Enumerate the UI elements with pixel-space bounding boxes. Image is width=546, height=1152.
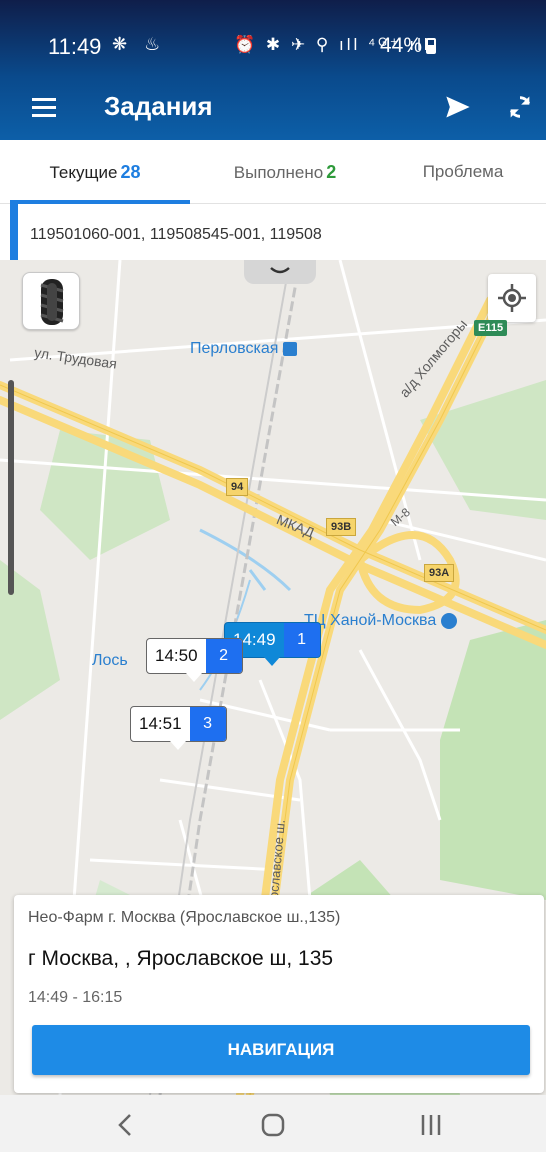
app-header: 11:49 ❋ ♨ ⏰ ✱ ✈ ⚲ ıll ⁴ᴳ⁺ ıll 44% Задани… bbox=[0, 0, 546, 140]
train-station-icon bbox=[282, 341, 297, 356]
status-notification-icons: ❋ ♨ bbox=[112, 34, 167, 54]
mall-name: ТЦ Ханой-Москва bbox=[304, 612, 437, 629]
menu-icon[interactable] bbox=[32, 98, 56, 118]
station-name: Перловская bbox=[190, 340, 279, 357]
system-nav-bar bbox=[0, 1095, 546, 1152]
map-label-station: Перловская bbox=[190, 340, 297, 358]
road-shield-93b: 93В bbox=[326, 518, 357, 536]
destination-card: Нео-Фарм г. Москва (Ярославское ш.,135) … bbox=[14, 895, 544, 1093]
tab-label: Текущие bbox=[49, 163, 118, 182]
tab-problem[interactable]: Проблема bbox=[380, 140, 546, 204]
battery-indicator: 44% bbox=[380, 34, 437, 58]
route-marker-3[interactable]: 14:51 3 bbox=[130, 706, 227, 750]
road-shield-93a: 93А bbox=[424, 564, 455, 582]
tab-label: Выполнено bbox=[233, 163, 324, 182]
route-order-numbers: 119501060-001, 119508545-001, 119508 bbox=[30, 226, 322, 243]
navigation-button[interactable]: НАВИГАЦИЯ bbox=[32, 1025, 530, 1075]
road-shield-e115: E115 bbox=[474, 320, 508, 336]
app-bar: Задания bbox=[0, 78, 546, 140]
route-color-bar bbox=[10, 204, 18, 260]
status-time: 11:49 bbox=[48, 34, 102, 59]
page-title: Задания bbox=[104, 91, 213, 121]
route-orders-strip[interactable]: 119501060-001, 119508545-001, 119508 bbox=[0, 204, 546, 260]
status-bar: 11:49 ❋ ♨ ⏰ ✱ ✈ ⚲ ıll ⁴ᴳ⁺ ıll 44% bbox=[0, 0, 546, 78]
route-marker-2[interactable]: 14:50 2 bbox=[146, 638, 243, 682]
home-icon[interactable] bbox=[243, 1105, 303, 1145]
tire-icon bbox=[40, 279, 64, 325]
destination-name: Нео-Фарм г. Москва (Ярославское ш.,135) bbox=[28, 909, 341, 926]
map-label-los: Лось bbox=[92, 652, 128, 669]
sync-icon[interactable] bbox=[506, 92, 534, 122]
map-collapse-handle[interactable] bbox=[244, 260, 316, 284]
map-label-mall: ТЦ Ханой-Москва bbox=[304, 612, 457, 630]
marker-time: 14:49 bbox=[233, 630, 276, 649]
side-drawer-handle[interactable] bbox=[8, 380, 14, 595]
tab-count: 28 bbox=[120, 162, 141, 182]
battery-percent: 44% bbox=[380, 34, 423, 57]
marker-number: 1 bbox=[283, 623, 320, 657]
tab-indicator bbox=[10, 200, 190, 204]
recent-apps-icon[interactable] bbox=[401, 1105, 461, 1145]
status-system-icons: ⏰ ✱ ✈ ⚲ ıll ⁴ᴳ⁺ ıll bbox=[234, 35, 431, 54]
destination-address: г Москва, , Ярославское ш, 135 bbox=[28, 947, 334, 970]
tab-count: 2 bbox=[326, 162, 337, 182]
road-shield-94: 94 bbox=[226, 478, 249, 496]
tab-label: Проблема bbox=[422, 162, 504, 181]
delivery-time-window: 14:49 - 16:15 bbox=[28, 989, 123, 1006]
my-location-button[interactable] bbox=[488, 274, 536, 322]
marker-time: 14:50 bbox=[155, 646, 198, 665]
marker-number: 3 bbox=[189, 707, 226, 741]
crosshair-icon bbox=[498, 284, 526, 312]
back-icon[interactable] bbox=[96, 1105, 156, 1145]
marker-number: 2 bbox=[205, 639, 242, 673]
chevron-down-icon bbox=[270, 267, 290, 274]
send-icon[interactable] bbox=[444, 93, 472, 121]
traffic-toggle-button[interactable] bbox=[22, 272, 80, 330]
battery-icon bbox=[426, 38, 437, 54]
shopping-icon bbox=[440, 612, 457, 629]
marker-time: 14:51 bbox=[139, 714, 182, 733]
